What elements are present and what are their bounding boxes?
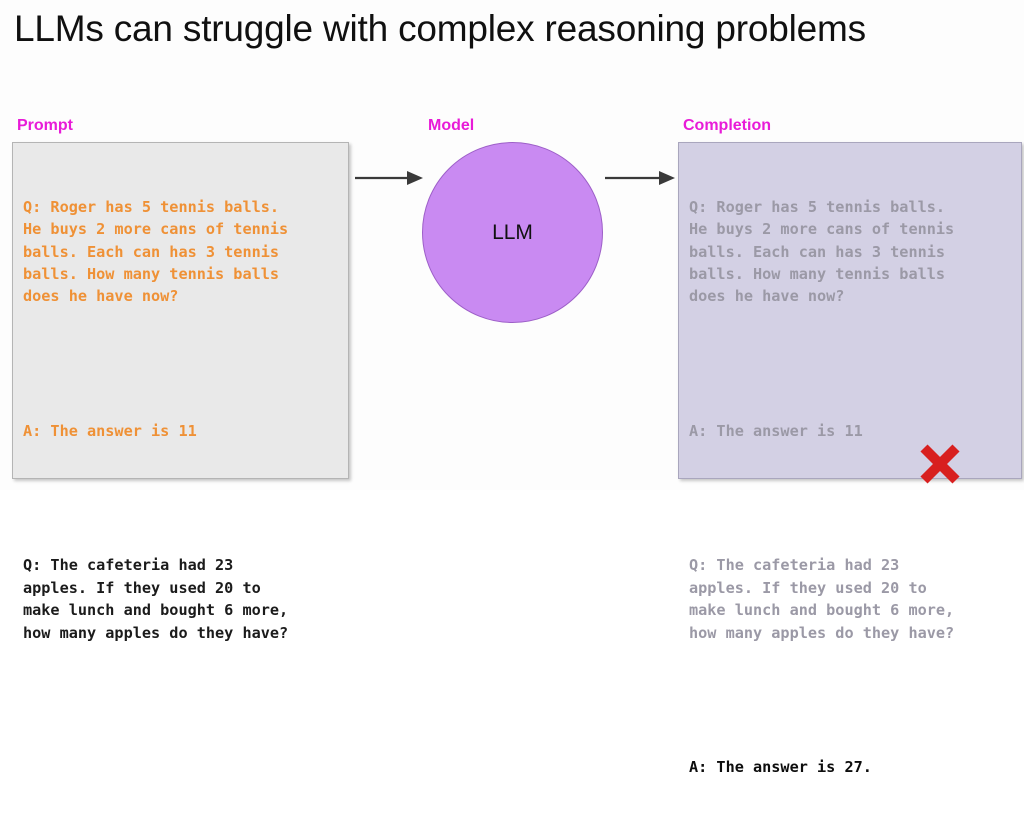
llm-node-label: LLM [492,220,533,244]
arrow-model-to-completion-icon [605,168,675,193]
completion-gap-1 [689,353,1013,375]
completion-echoed-example-answer: A: The answer is 11 [689,421,863,440]
prompt-gap-2 [23,487,340,509]
prompt-text-block: Q: Roger has 5 tennis balls. He buys 2 m… [23,151,340,689]
completion-text-block: Q: Roger has 5 tennis balls. He buys 2 m… [689,151,1013,823]
completion-panel: Q: Roger has 5 tennis balls. He buys 2 m… [678,142,1022,776]
model-section-label: Model [428,117,475,134]
completion-echoed-example-question: Q: Roger has 5 tennis balls. He buys 2 m… [689,197,955,306]
completion-section-label: Completion [683,117,771,134]
prompt-gap-1 [23,353,340,375]
prompt-new-question: Q: The cafeteria had 23 apples. If they … [23,556,289,642]
completion-generated-answer: A: The answer is 27. [689,757,872,776]
completion-gap-2 [689,487,1013,509]
prompt-panel: Q: Roger has 5 tennis balls. He buys 2 m… [12,142,349,642]
red-x-incorrect-icon [918,442,962,486]
arrow-prompt-to-model-icon [355,168,423,193]
llm-node[interactable]: LLM [422,142,603,323]
prompt-example-answer: A: The answer is 11 [23,421,197,440]
prompt-section-label: Prompt [17,117,73,134]
prompt-example-question: Q: Roger has 5 tennis balls. He buys 2 m… [23,197,289,306]
page-title: LLMs can struggle with complex reasoning… [14,8,866,49]
completion-gap-3 [689,689,1013,711]
completion-echoed-new-question: Q: The cafeteria had 23 apples. If they … [689,556,955,642]
